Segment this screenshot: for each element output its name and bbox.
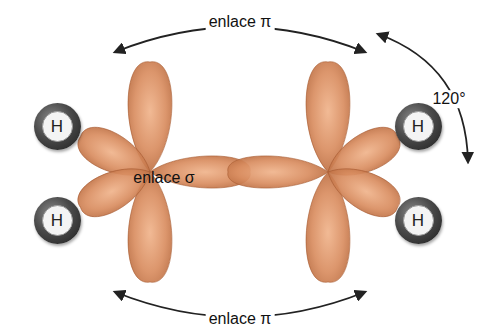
angle-arrow [378,34,468,162]
atom-symbol: H [403,205,434,236]
orbital-lobe [72,155,159,224]
atom-symbol: H [42,205,73,236]
orbital-lobe [228,156,328,188]
hydrogen-atom: H [34,103,81,150]
orbital-lobes [72,62,407,283]
atom-symbol: H [42,111,73,142]
hydrogen-atom: H [34,197,81,244]
atom-symbol: H [403,111,434,142]
bond-label: enlace π [206,13,275,31]
hydrogen-atom: H [395,103,442,150]
orbital-lobe [319,155,406,224]
bond-label: enlace σ [133,169,194,187]
bond-label: enlace π [206,310,275,328]
angle-label: 120° [429,90,468,108]
hydrogen-atom: H [395,197,442,244]
